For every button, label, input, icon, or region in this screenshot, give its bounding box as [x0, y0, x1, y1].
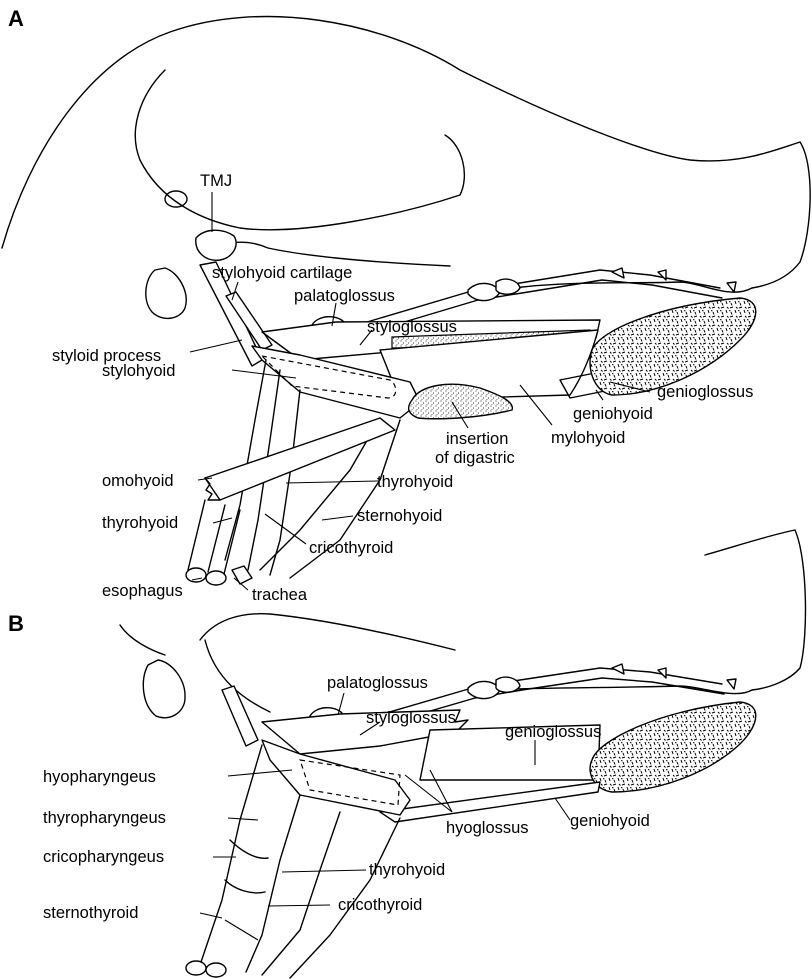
label-geniohyoid-b: geniohyoid [570, 812, 650, 830]
label-insertion-1: insertion [446, 430, 508, 448]
label-sternothyroid: sternothyroid [43, 904, 138, 922]
panel-b-letter: B [8, 611, 24, 636]
genioglossus-b [589, 701, 757, 793]
geniohyoid-b [379, 781, 601, 823]
mastoid-a [145, 267, 187, 319]
label-insertion-2: of digastric [435, 449, 515, 467]
panel-b: B [8, 529, 807, 979]
label-geniohyoid-a: geniohyoid [573, 405, 653, 423]
label-mylohyoid: mylohyoid [551, 429, 625, 447]
label-cricothyroid-a: cricothyroid [309, 539, 393, 557]
hyoglossus-dashed-b [299, 759, 401, 806]
panel-a-letter: A [8, 6, 24, 31]
hyoid-chain-b [344, 663, 737, 736]
neck-structures-a [185, 359, 401, 586]
leaders-b [199, 692, 571, 941]
label-thyrohyoid-a-left: thyrohyoid [102, 514, 178, 532]
label-hyopharyngeus: hyopharyngeus [43, 768, 156, 786]
label-esophagus: esophagus [102, 582, 183, 600]
styloid-process-b [221, 685, 259, 747]
label-styloglossus-b: styloglossus [366, 709, 456, 727]
condyle-a [195, 229, 237, 261]
label-cricopharyngeus: cricopharyngeus [43, 848, 164, 866]
label-sternohyoid: sternohyoid [357, 507, 442, 525]
stylohyoid-dashed-a [260, 355, 397, 399]
label-palatoglossus-b: palatoglossus [327, 674, 428, 692]
hyopharyngeus-b [261, 739, 411, 816]
label-hyoglossus: hyoglossus [446, 819, 529, 837]
occipital-b [119, 624, 166, 656]
ear-canal-a [164, 190, 188, 208]
skull-outline-b [704, 529, 807, 691]
label-stylohyoid: stylohyoid [102, 362, 175, 380]
hyoid-chain-a [339, 267, 737, 341]
mylohyoid-a [379, 329, 599, 401]
label-palatoglossus-a: palatoglossus [294, 287, 395, 305]
pharynx-b [185, 744, 401, 979]
maxilla-outline-a [499, 281, 753, 293]
label-stylohyoid-cartilage: stylohyoid cartilage [212, 264, 352, 282]
cranial-base-b [199, 613, 456, 651]
label-trachea: trachea [252, 586, 308, 604]
label-omohyoid: omohyoid [102, 472, 174, 490]
insertion-of-digastric-a [407, 383, 514, 420]
panel-a: A [1, 6, 811, 604]
label-thyropharyngeus: thyropharyngeus [43, 809, 166, 827]
label-thyrohyoid-b: thyrohyoid [369, 861, 445, 879]
label-thyrohyoid-a-right: thyrohyoid [377, 473, 453, 491]
label-styloglossus-a: styloglossus [367, 318, 457, 336]
skull-outline-a [1, 15, 811, 289]
leaders-a [189, 192, 651, 591]
stylohyoid-cartilage-a [225, 291, 273, 351]
label-tmj: TMJ [200, 172, 232, 190]
mandible-ramus-a [207, 241, 451, 267]
genioglossus-a [589, 297, 757, 396]
label-genioglossus-a: genioglossus [657, 383, 753, 401]
label-genioglossus-b: genioglossus [505, 723, 601, 741]
cranial-base-a [134, 69, 466, 231]
label-styloid-process: styloid process [52, 347, 161, 365]
mastoid-b [142, 659, 186, 719]
label-cricothyroid-b: cricothyroid [338, 896, 422, 914]
